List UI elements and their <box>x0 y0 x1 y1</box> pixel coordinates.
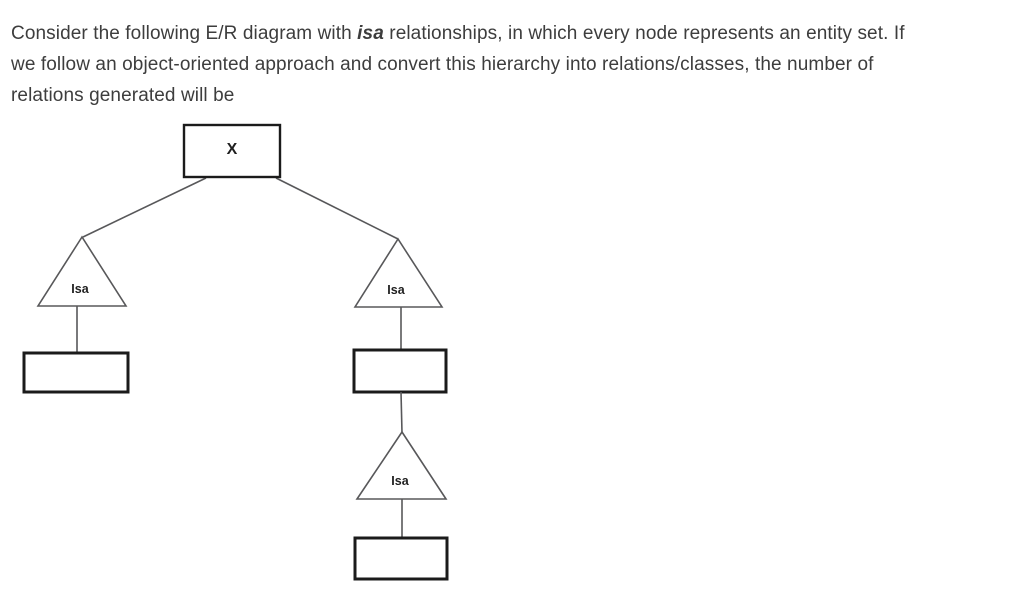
connector-root-to-left-isa <box>82 177 207 238</box>
entity-box-middle <box>352 348 448 394</box>
isa-term: isa <box>357 23 384 44</box>
connector-root-to-right-isa <box>275 177 399 240</box>
question-line1-after: relationships, in which every node repre… <box>383 23 905 44</box>
entity-box-bottom <box>353 536 449 581</box>
entity-box-root <box>182 123 282 179</box>
question-line-3: relations generated will be <box>11 85 235 106</box>
entity-box-left <box>22 351 130 394</box>
root-entity-label: X <box>226 141 238 158</box>
isa-label-bottom: Isa <box>391 474 409 488</box>
isa-triangle-right <box>353 237 444 308</box>
question-line-2: we follow an object-oriented approach an… <box>11 54 874 75</box>
isa-label-left: Isa <box>71 282 89 296</box>
question-text: Consider the following E/R diagram with … <box>11 18 1016 111</box>
question-line1-before: Consider the following E/R diagram with <box>11 23 358 44</box>
isa-label-right: Isa <box>387 283 405 297</box>
isa-triangle-left <box>36 235 128 307</box>
isa-triangle-bottom <box>355 430 448 500</box>
connector-box-to-bottom-isa <box>400 391 403 434</box>
question-line-1: Consider the following E/R diagram with … <box>11 18 1016 49</box>
